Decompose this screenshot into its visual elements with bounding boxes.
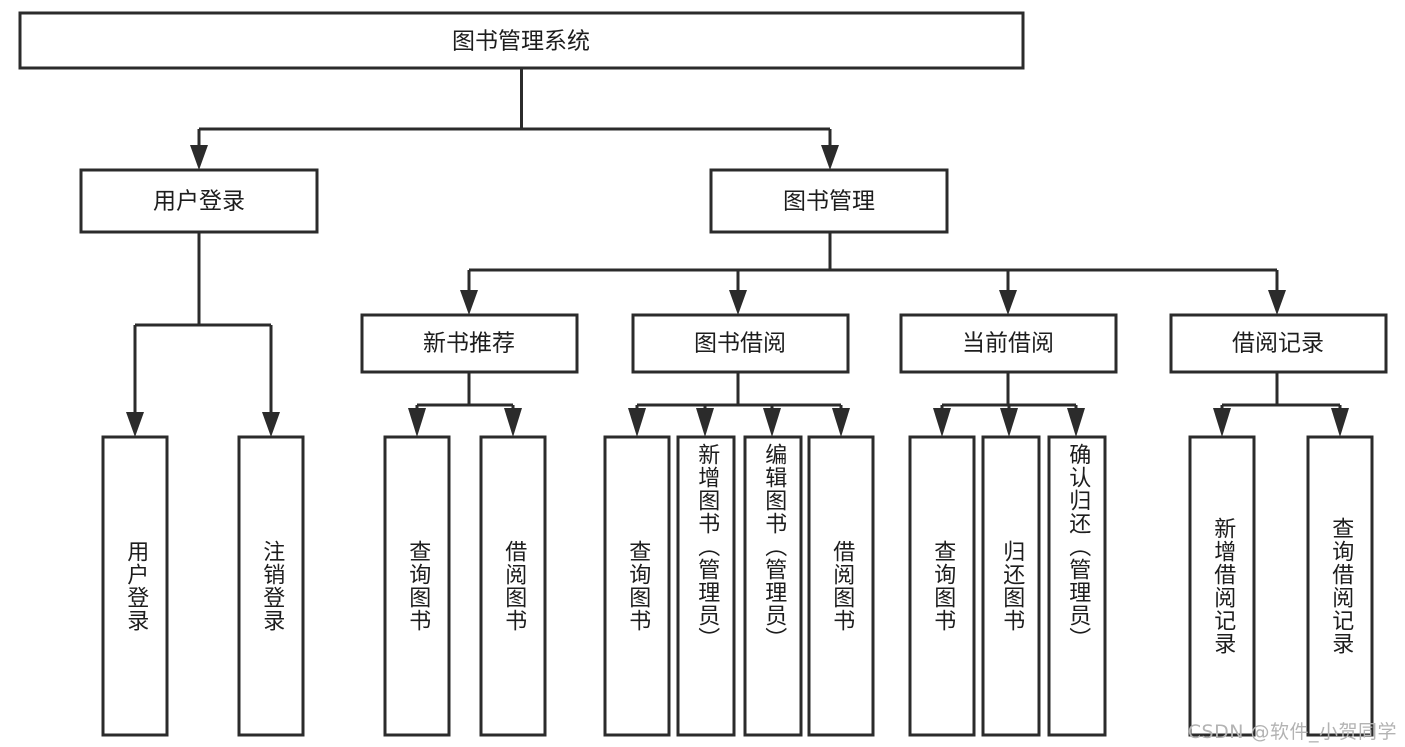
arrow-leaf-query-book-3-icon xyxy=(933,408,951,437)
arrow-leaf-query-book-1-icon xyxy=(408,408,426,437)
node-book-manage-box[interactable] xyxy=(709,168,949,234)
node-current-borrow-box[interactable] xyxy=(899,313,1118,374)
node-root-label: 图书管理系统 xyxy=(452,29,590,55)
arrow-leaf-borrow-book-1-icon xyxy=(504,408,522,437)
arrow-borrow-record-icon xyxy=(1268,290,1286,315)
node-leaf-user-login-box[interactable] xyxy=(101,435,169,737)
arrow-leaf-user-login-icon xyxy=(126,412,144,437)
node-leaf-logout-login-box[interactable] xyxy=(237,435,305,737)
node-leaf-edit-book-admin-box[interactable] xyxy=(743,435,803,737)
node-leaf-query-book-2-box[interactable] xyxy=(603,435,671,737)
node-leaf-add-book-admin-box[interactable] xyxy=(676,435,736,737)
arrow-leaf-query-book-2-icon xyxy=(628,408,646,437)
node-book-manage-label: 图书管理 xyxy=(783,189,875,215)
arrow-leaf-add-book-admin-icon xyxy=(696,408,714,437)
nodes-layer: 图书管理系统 用户登录 图书管理 新书推荐 图书借阅 当前借阅 借阅记录 xyxy=(18,11,1388,737)
arrow-leaf-confirm-return-icon xyxy=(1067,408,1085,437)
node-leaf-query-book-3-box[interactable] xyxy=(908,435,976,737)
arrow-current-borrow-icon xyxy=(999,290,1017,315)
arrow-leaf-edit-book-admin-icon xyxy=(763,408,781,437)
node-borrow-record-label: 借阅记录 xyxy=(1232,331,1324,357)
arrow-new-book-recommend-icon xyxy=(460,290,478,315)
node-leaf-add-borrow-record-box[interactable] xyxy=(1188,435,1256,737)
node-leaf-query-borrow-record-box[interactable] xyxy=(1306,435,1374,737)
node-root-box[interactable] xyxy=(18,11,1025,70)
arrow-leaf-add-borrow-record-icon xyxy=(1213,408,1231,437)
node-leaf-borrow-book-1-box[interactable] xyxy=(479,435,547,737)
node-leaf-confirm-return-admin-box[interactable] xyxy=(1047,435,1107,737)
node-borrow-record-box[interactable] xyxy=(1169,313,1388,374)
arrow-book-manage-icon xyxy=(821,145,839,170)
arrow-user-login-icon xyxy=(190,145,208,170)
arrow-book-borrow-icon xyxy=(729,290,747,315)
arrow-leaf-return-book-icon xyxy=(1000,408,1018,437)
node-leaf-query-book-1-box[interactable] xyxy=(383,435,451,737)
arrow-leaf-borrow-book-2-icon xyxy=(832,408,850,437)
node-new-book-recommend-label: 新书推荐 xyxy=(423,331,515,357)
node-user-login-label: 用户登录 xyxy=(153,189,245,215)
connectors-layer xyxy=(126,68,1349,437)
node-current-borrow-label: 当前借阅 xyxy=(962,331,1054,357)
node-new-book-recommend-box[interactable] xyxy=(360,313,579,374)
node-leaf-return-book-box[interactable] xyxy=(981,435,1041,737)
csdn-watermark: CSDN @软件_小贺同学 xyxy=(1187,721,1397,743)
arrow-leaf-logout-login-icon xyxy=(262,412,280,437)
node-user-login-box[interactable] xyxy=(79,168,319,234)
node-book-borrow-box[interactable] xyxy=(631,313,850,374)
arrow-leaf-query-borrow-record-icon xyxy=(1331,408,1349,437)
node-leaf-borrow-book-2-box[interactable] xyxy=(807,435,875,737)
node-book-borrow-label: 图书借阅 xyxy=(694,331,786,357)
